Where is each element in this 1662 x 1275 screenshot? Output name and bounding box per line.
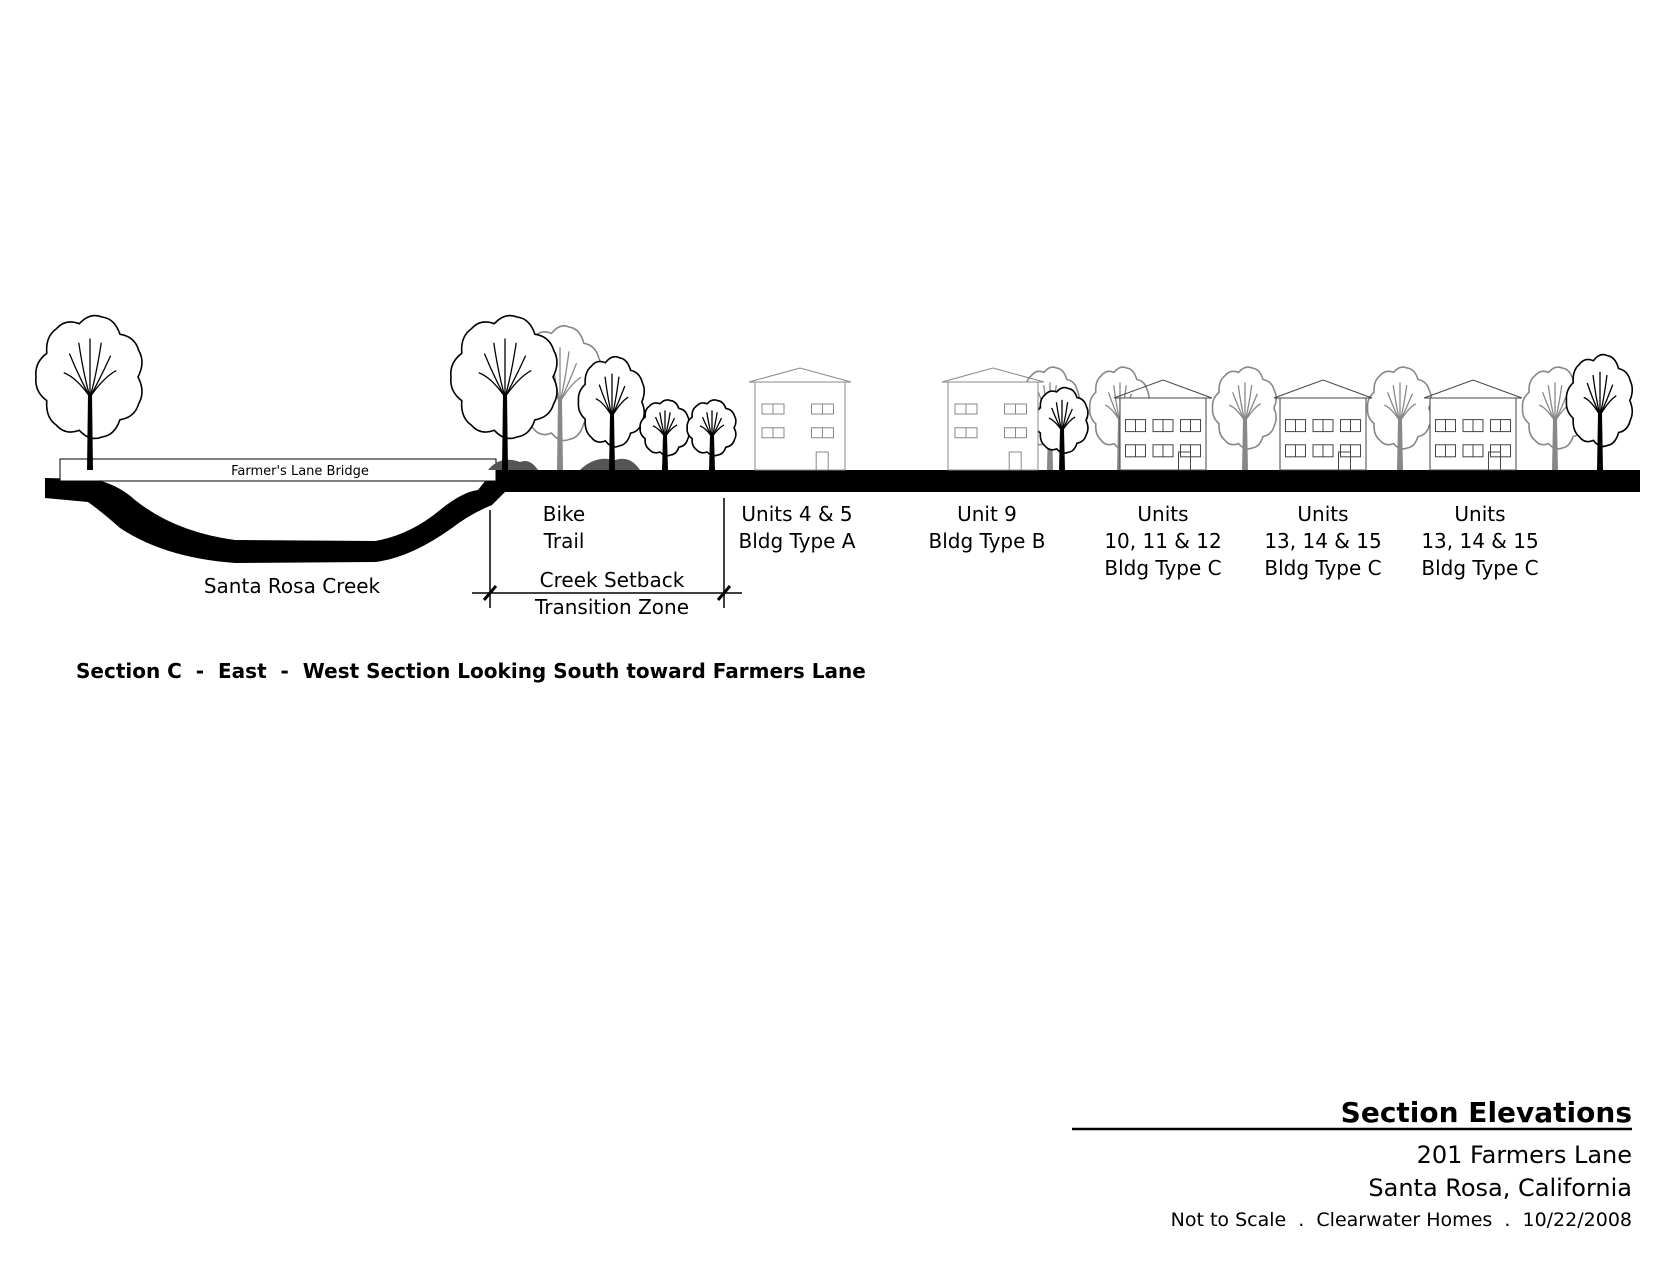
title-block: Section Elevations 201 Farmers Lane Sant…: [1072, 1096, 1632, 1231]
title-block-footer: Not to Scale . Clearwater Homes . 10/22/…: [1171, 1209, 1632, 1231]
tree-background-4: [1211, 366, 1277, 470]
unit-b-line-2: Bldg Type B: [928, 529, 1045, 553]
building-type-c-2: [1273, 379, 1373, 471]
shrub-1: [488, 459, 538, 470]
unit-c3-line-1: Units: [1454, 502, 1505, 526]
unit-c1-line-1: Units: [1137, 502, 1188, 526]
title-block-title: Section Elevations: [1341, 1096, 1632, 1129]
transition-zone-label: Transition Zone: [534, 595, 689, 619]
setback-dimension: [472, 498, 742, 608]
setback-label: Creek Setback: [540, 568, 685, 592]
building-type-c-3: [1423, 379, 1523, 471]
trees: [35, 314, 1634, 470]
building-type-b: [941, 367, 1045, 471]
ground-profile: [45, 470, 1640, 563]
tree-7: [1565, 353, 1634, 470]
bridge-label: Farmer's Lane Bridge: [231, 464, 369, 479]
title-block-address: 201 Farmers Lane: [1417, 1141, 1632, 1169]
bike-trail-label-2: Trail: [543, 529, 585, 553]
tree-6: [1034, 386, 1089, 470]
unit-c2-line-2: 13, 14 & 15: [1264, 529, 1381, 553]
tree-3: [577, 355, 646, 470]
unit-c1-line-3: Bldg Type C: [1104, 556, 1221, 580]
unit-b-line-1: Unit 9: [957, 502, 1017, 526]
buildings: [748, 367, 1523, 471]
unit-c2-line-1: Units: [1297, 502, 1348, 526]
tree-4: [639, 399, 690, 470]
unit-c3-line-3: Bldg Type C: [1421, 556, 1538, 580]
section-caption: Section C - East - West Section Looking …: [76, 659, 866, 683]
unit-c1-line-2: 10, 11 & 12: [1104, 529, 1221, 553]
bike-trail-label-1: Bike: [543, 502, 585, 526]
tree-5: [686, 399, 737, 470]
unit-a-line-2: Bldg Type A: [738, 529, 855, 553]
unit-a-line-1: Units 4 & 5: [741, 502, 852, 526]
unit-c2-line-3: Bldg Type C: [1264, 556, 1381, 580]
unit-c3-line-2: 13, 14 & 15: [1421, 529, 1538, 553]
tree-background-5: [1366, 366, 1432, 470]
tree-2: [450, 314, 558, 470]
building-type-a: [748, 367, 852, 471]
building-type-c-1: [1113, 379, 1213, 471]
tree-1: [35, 314, 143, 470]
title-block-city: Santa Rosa, California: [1368, 1174, 1632, 1202]
creek-label: Santa Rosa Creek: [204, 574, 381, 598]
